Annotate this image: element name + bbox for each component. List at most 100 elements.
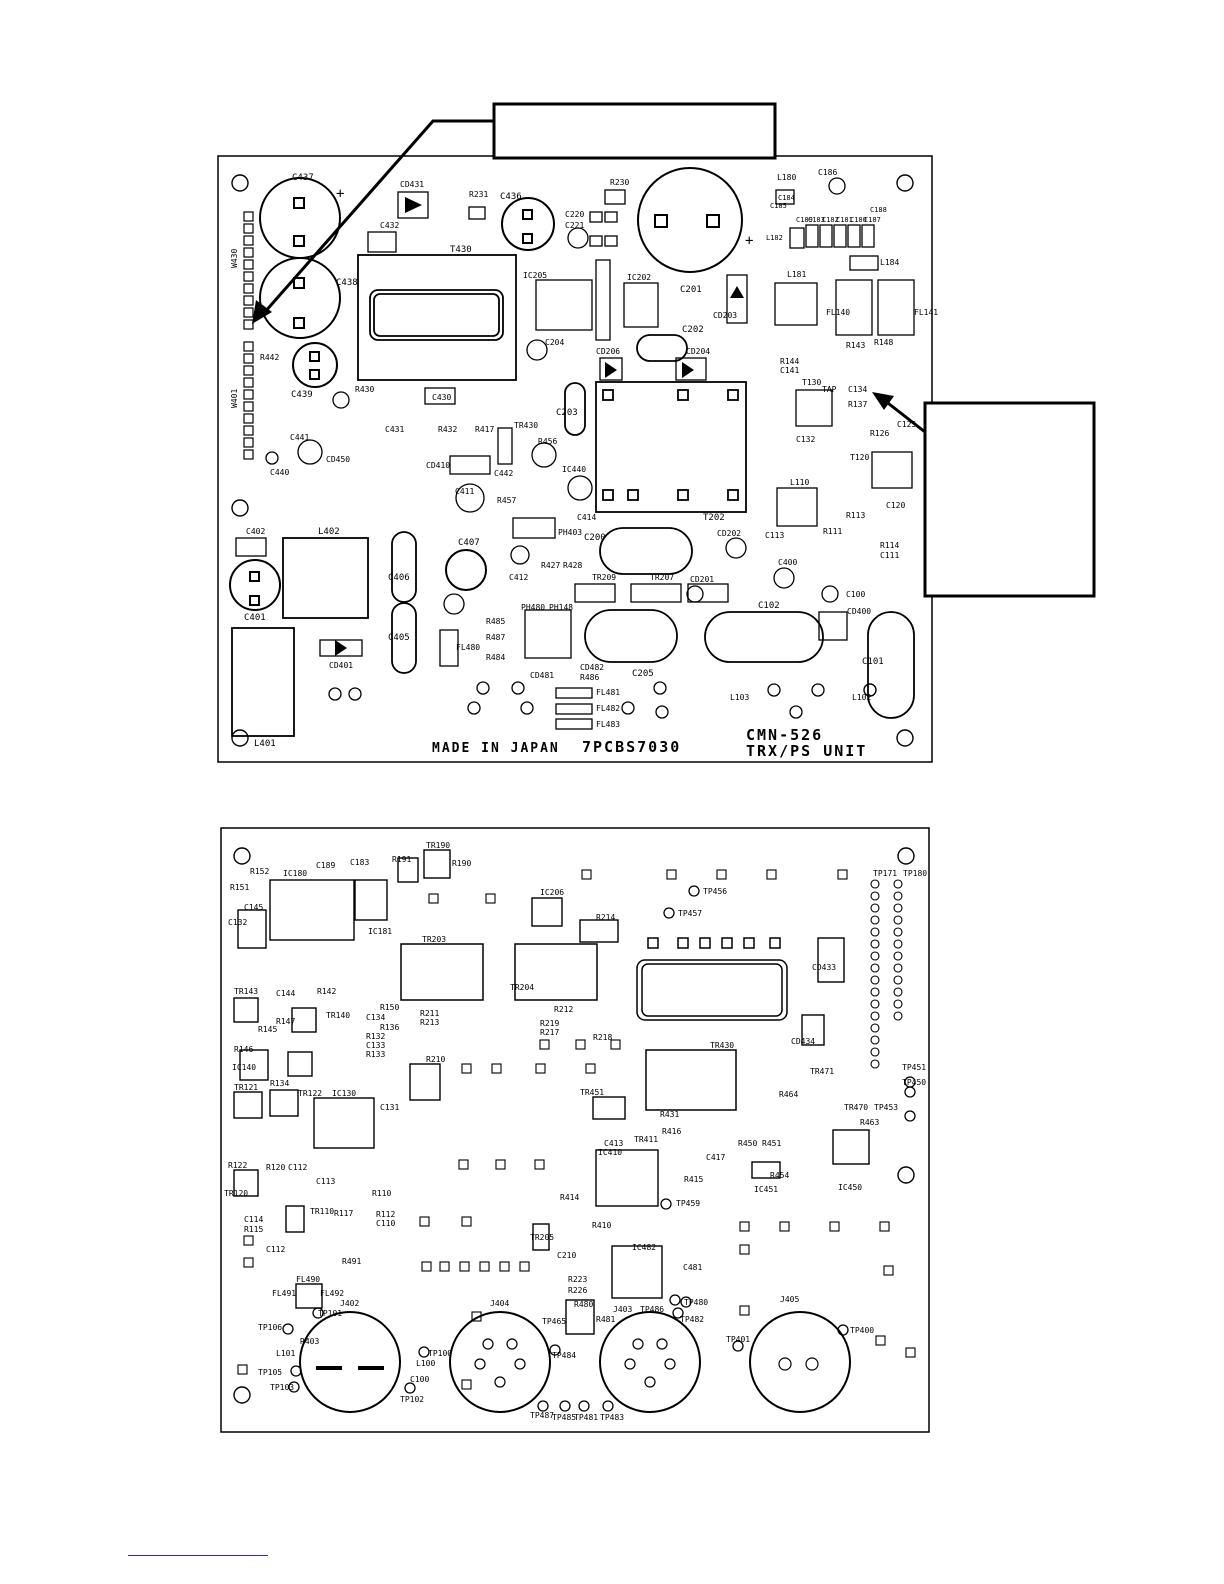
component-label-c430: C430 xyxy=(432,393,451,402)
component-label-r148: R148 xyxy=(874,338,893,347)
component-label-c145: C145 xyxy=(244,903,263,912)
bottom-board: J402 J404 J403 J405 xyxy=(220,827,930,1433)
component-label-c185: C185 xyxy=(770,202,787,210)
component-label-c186: C186 xyxy=(818,168,837,177)
component-label-ic451: IC451 xyxy=(754,1185,778,1194)
component-label-c102: C102 xyxy=(758,601,780,611)
component-label-c120: C120 xyxy=(886,501,905,510)
component-label-r457: R457 xyxy=(497,496,516,505)
component-label-r450: R450 xyxy=(738,1139,757,1148)
component-label-ic140: IC140 xyxy=(232,1063,256,1072)
component-label-r451: R451 xyxy=(762,1139,781,1148)
component-label-r190: R190 xyxy=(452,859,471,868)
component-label-r143: R143 xyxy=(846,341,865,350)
callout-arrowhead-right xyxy=(872,392,894,410)
component-label-c442: C442 xyxy=(494,469,513,478)
component-label-c411: C411 xyxy=(455,487,474,496)
component-label-c203: C203 xyxy=(556,408,578,418)
bottom-board-labels: R152 IC180 C189 C183 R191 TR190 R190 R15… xyxy=(224,841,927,1422)
component-label-c414: C414 xyxy=(577,513,596,522)
component-label-r150: R150 xyxy=(380,1003,399,1012)
component-label-c210: C210 xyxy=(557,1251,576,1260)
component-label-l184: L184 xyxy=(880,258,899,267)
connector-w430: W430 xyxy=(230,211,254,330)
component-label-c439: C439 xyxy=(291,390,313,400)
component-label-ic181: IC181 xyxy=(368,927,392,936)
component-label-tp483: TP483 xyxy=(600,1413,624,1422)
component-label-c114: C114 xyxy=(244,1215,263,1224)
component-label-cd201: CD201 xyxy=(690,575,714,584)
component-label-fl140: FL140 xyxy=(826,308,850,317)
bottom-mounting-holes xyxy=(233,847,915,1404)
component-label-tr430: TR430 xyxy=(514,421,538,430)
component-label-c440: C440 xyxy=(270,468,289,477)
inductor-l401: L401 xyxy=(231,627,295,749)
transformer-t202: T202 xyxy=(595,381,747,523)
component-label-r120: R120 xyxy=(266,1163,285,1172)
mounting-holes xyxy=(231,174,914,747)
component-label-c183: C183 xyxy=(808,216,825,224)
component-label-c132: C132 xyxy=(228,918,247,927)
component-label-c438: C438 xyxy=(336,278,358,288)
component-label-r212: R212 xyxy=(554,1005,573,1014)
callout-arrowhead-left xyxy=(252,300,272,324)
capacitor-c439: C439 xyxy=(291,342,338,400)
component-label-l101: L101 xyxy=(276,1349,295,1358)
component-label-tr451: TR451 xyxy=(580,1088,604,1097)
component-label-tr190: TR190 xyxy=(426,841,450,850)
component-label-c441: C441 xyxy=(290,433,309,442)
component-label-r230: R230 xyxy=(610,178,629,187)
component-label-c400: C400 xyxy=(778,558,797,567)
component-label-r217: R217 xyxy=(540,1028,559,1037)
component-label-c111: C111 xyxy=(880,551,899,560)
footer-link-underline[interactable] xyxy=(128,1555,268,1556)
component-label-c189: C189 xyxy=(316,861,335,870)
component-label-cd431: CD431 xyxy=(400,180,424,189)
power-transistors xyxy=(400,943,737,1111)
component-label-tr140: TR140 xyxy=(326,1011,350,1020)
callout-box-top xyxy=(492,102,777,160)
component-label-tp480: TP480 xyxy=(684,1298,708,1307)
component-label-r137: R137 xyxy=(848,400,867,409)
component-label-tp487: TP487 xyxy=(530,1411,554,1420)
component-label-c133: C133 xyxy=(366,1041,385,1050)
connector-j405: J405 xyxy=(749,1295,851,1413)
component-label-r417: R417 xyxy=(475,425,494,434)
component-label-c181: C181 xyxy=(836,216,853,224)
component-label-c144: C144 xyxy=(276,989,295,998)
component-label-r480: R480 xyxy=(574,1300,593,1309)
component-label-fl490: FL490 xyxy=(296,1275,320,1284)
capacitor-c438: C438 xyxy=(259,257,358,339)
component-label-c413: C413 xyxy=(604,1139,623,1148)
component-label-tp100: TP100 xyxy=(428,1349,452,1358)
component-label-c113: C113 xyxy=(765,531,784,540)
component-label-c131: C131 xyxy=(380,1103,399,1112)
component-label-c183: C183 xyxy=(350,858,369,867)
component-label-r122: R122 xyxy=(228,1161,247,1170)
stamp-unit: TRX/PS UNIT xyxy=(746,742,867,760)
capacitor-c407: C407 xyxy=(445,538,487,591)
component-label-c113: C113 xyxy=(316,1177,335,1186)
component-label-r454: R454 xyxy=(770,1171,789,1180)
component-label-r218: R218 xyxy=(593,1033,612,1042)
component-label-r428: R428 xyxy=(563,561,582,570)
component-label-c204: C204 xyxy=(545,338,564,347)
component-label-c437: C437 xyxy=(292,173,314,183)
component-label-cd206: CD206 xyxy=(596,347,620,356)
component-label-tr203: TR203 xyxy=(422,935,446,944)
component-label-c481: C481 xyxy=(683,1263,702,1272)
component-label-tp485: TP485 xyxy=(552,1413,576,1422)
component-label-c200: C200 xyxy=(584,533,606,543)
component-label-t202: T202 xyxy=(703,513,725,523)
component-label-tp457: TP457 xyxy=(678,909,702,918)
diode-symbols xyxy=(335,197,744,656)
component-label-r136: R136 xyxy=(380,1023,399,1032)
component-label-tr411: TR411 xyxy=(634,1135,658,1144)
component-label-c407: C407 xyxy=(458,538,480,548)
component-label-r210: R210 xyxy=(426,1055,445,1064)
component-label-l402: L402 xyxy=(318,527,340,537)
component-label-tap: TAP xyxy=(822,385,837,394)
test-point-column xyxy=(870,879,903,1069)
component-label-c134: C134 xyxy=(366,1013,385,1022)
component-label-l180: L180 xyxy=(777,173,796,182)
